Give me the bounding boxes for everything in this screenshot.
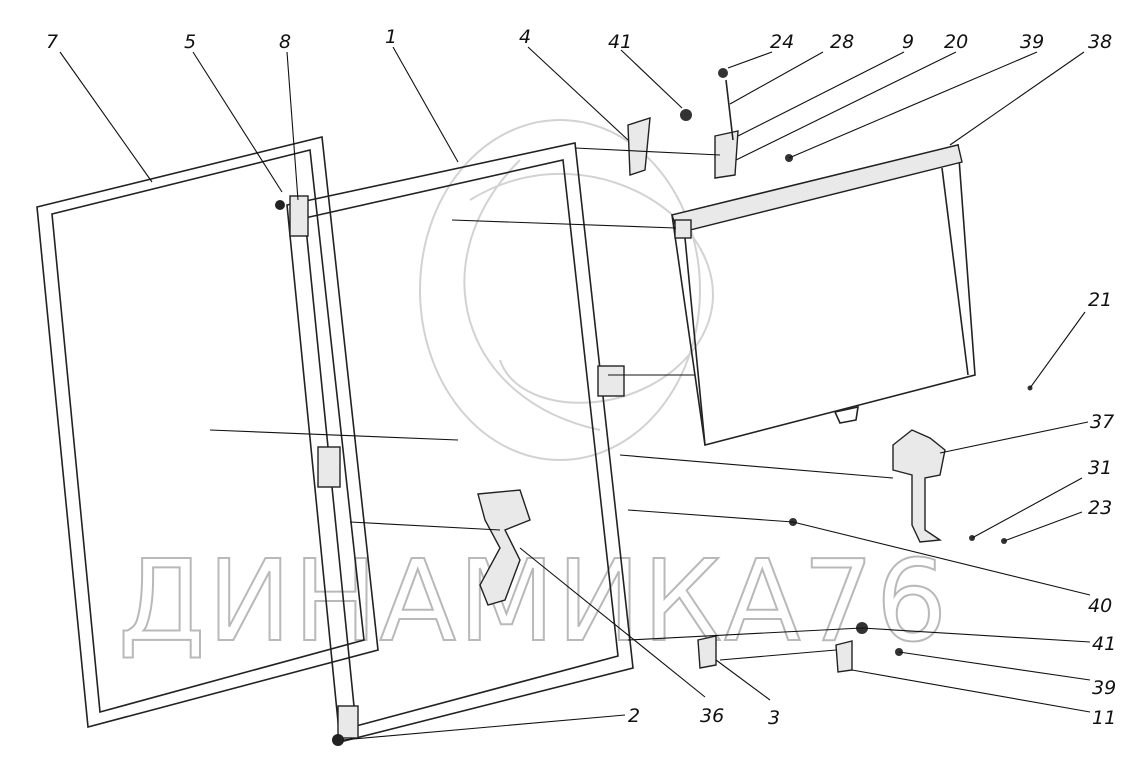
callout-4: 4 (519, 26, 531, 48)
callout-1: 1 (385, 26, 397, 48)
bracket-37 (892, 429, 946, 543)
part-2-bolt (332, 734, 344, 746)
watermark-text: ДИНАМИКА76 (118, 537, 949, 667)
callout-36: 36 (700, 705, 724, 727)
callout-23: 23 (1088, 497, 1112, 519)
hinge-11 (835, 640, 853, 673)
center-latch (597, 365, 625, 397)
side-latch (317, 446, 341, 488)
hinge-3 (697, 635, 717, 669)
callout-7: 7 (46, 31, 58, 53)
door-handle (477, 489, 531, 606)
callout-20: 20 (944, 31, 968, 53)
part-5-bolt (275, 200, 285, 210)
watermark-logo (419, 119, 714, 461)
callout-labels: 7 5 8 1 4 41 24 28 9 20 39 38 21 37 31 2… (46, 26, 1116, 729)
lower-hinge-block (337, 705, 359, 739)
callout-38: 38 (1088, 31, 1112, 53)
roller-blind (671, 143, 976, 446)
callout-9: 9 (902, 31, 914, 53)
screw-24 (718, 68, 728, 78)
callout-41-bottom: 41 (1092, 633, 1116, 655)
leader-lines (59, 46, 1091, 741)
nut-41-top (680, 109, 692, 121)
callout-24: 24 (770, 31, 794, 53)
upper-hinge-block (289, 195, 309, 237)
door-frame (275, 142, 634, 746)
callout-5: 5 (184, 31, 196, 53)
hinge-9 (714, 130, 739, 179)
callout-21: 21 (1088, 289, 1112, 311)
callout-39-bottom: 39 (1092, 677, 1116, 699)
callout-11: 11 (1092, 707, 1116, 729)
callout-28: 28 (830, 31, 854, 53)
callout-40: 40 (1088, 595, 1112, 617)
callout-41-top: 41 (608, 31, 632, 53)
callout-39-top: 39 (1020, 31, 1044, 53)
callout-3: 3 (768, 707, 780, 729)
callout-2: 2 (628, 705, 640, 727)
callout-31: 31 (1088, 457, 1112, 479)
hinge-4 (627, 117, 651, 176)
glass-pane (36, 136, 379, 729)
callout-8: 8 (279, 31, 291, 53)
callout-37: 37 (1090, 411, 1114, 433)
